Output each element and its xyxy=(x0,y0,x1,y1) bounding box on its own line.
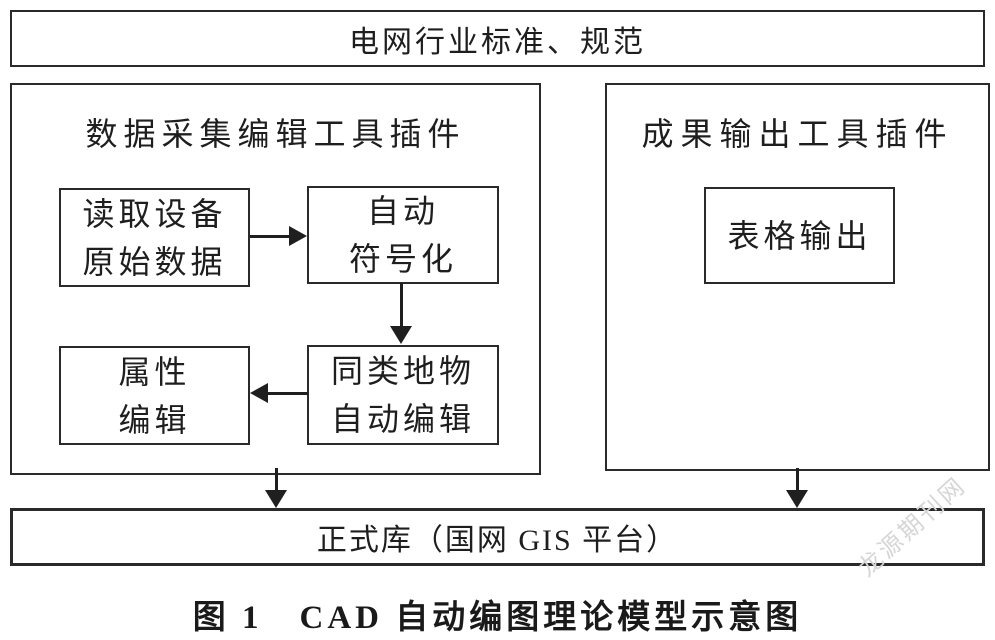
arrow-symbolize-to-sametype-line xyxy=(400,283,403,329)
box-same-type-auto-edit-label: 同类地物 自动编辑 xyxy=(330,353,475,437)
arrow-rightpanel-to-library-line xyxy=(796,468,799,492)
box-table-output-label: 表格输出 xyxy=(727,217,872,254)
box-read-device-data-label: 读取设备 原始数据 xyxy=(82,195,227,280)
arrow-sametype-to-attribute-head-icon xyxy=(250,383,268,403)
arrow-leftpanel-to-library-head-icon xyxy=(265,490,287,508)
standards-box-label: 电网行业标准、规范 xyxy=(349,25,646,59)
arrow-symbolize-to-sametype-head-icon xyxy=(390,326,412,344)
arrow-rightpanel-to-library-head-icon xyxy=(786,490,808,508)
right-panel-title: 成果输出工具插件 xyxy=(641,116,954,152)
box-attribute-edit: 属性 编辑 xyxy=(59,346,250,445)
arrow-sametype-to-attribute-line xyxy=(267,392,308,395)
arrow-leftpanel-to-library-line xyxy=(275,468,278,492)
figure-caption: 图 1 CAD 自动编图理论模型示意图 xyxy=(192,600,803,636)
formal-library-box: 正式库（国网 GIS 平台） xyxy=(10,508,985,566)
standards-box: 电网行业标准、规范 xyxy=(10,10,985,67)
formal-library-box-label: 正式库（国网 GIS 平台） xyxy=(316,524,679,557)
right-panel-result-output: 成果输出工具插件 表格输出 xyxy=(605,83,990,471)
arrow-read-to-symbolize-line xyxy=(250,235,292,238)
left-panel-title: 数据采集编辑工具插件 xyxy=(85,116,466,152)
arrow-read-to-symbolize-head-icon xyxy=(289,226,307,246)
box-auto-symbolize: 自动 符号化 xyxy=(307,186,499,284)
box-auto-symbolize-label: 自动 符号化 xyxy=(348,193,457,277)
box-table-output: 表格输出 xyxy=(704,187,895,284)
box-read-device-data: 读取设备 原始数据 xyxy=(59,188,250,287)
left-panel-data-collection: 数据采集编辑工具插件 读取设备 原始数据 自动 符号化 属性 编辑 同类地物 自… xyxy=(10,83,541,475)
box-attribute-edit-label: 属性 编辑 xyxy=(118,353,191,438)
box-same-type-auto-edit: 同类地物 自动编辑 xyxy=(307,345,499,445)
